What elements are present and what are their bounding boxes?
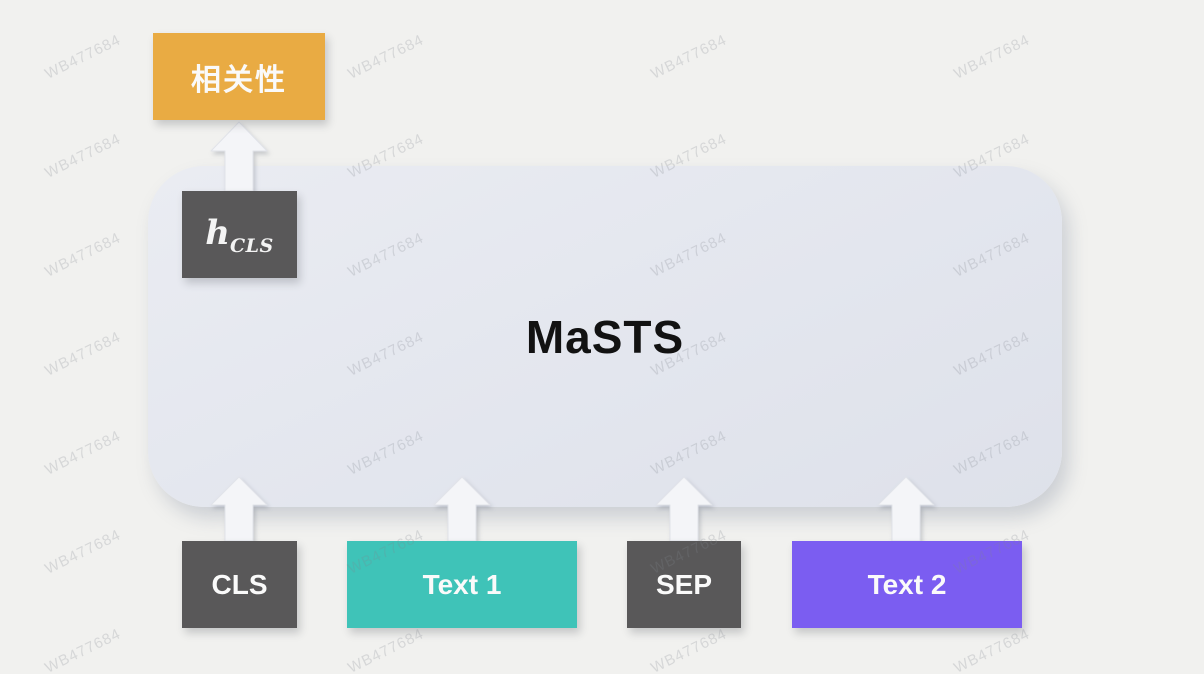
masts-model-box: MaSTS xyxy=(148,166,1062,507)
up-arrow-icon xyxy=(210,476,268,542)
watermark-text: WB477684 xyxy=(42,229,124,281)
watermark-text: WB477684 xyxy=(42,31,124,83)
watermark-text: WB477684 xyxy=(648,31,730,83)
watermark-text: WB477684 xyxy=(42,625,124,674)
watermark-text: WB477684 xyxy=(42,427,124,479)
watermark-text: WB477684 xyxy=(345,625,427,674)
watermark-text: WB477684 xyxy=(648,625,730,674)
watermark-text: WB477684 xyxy=(951,625,1033,674)
relevance-output-box: 相关性 xyxy=(153,33,325,120)
input-box-text1: Text 1 xyxy=(347,541,577,628)
hidden-state-subscript: CLS xyxy=(230,234,274,257)
hidden-state-label: hCLS xyxy=(205,213,273,257)
watermark-text: WB477684 xyxy=(42,526,124,578)
up-arrow-icon xyxy=(210,121,268,192)
relevance-label: 相关性 xyxy=(191,63,287,97)
up-arrow-icon xyxy=(877,476,935,542)
hidden-state-symbol: h xyxy=(205,212,231,253)
up-arrow-icon xyxy=(655,476,713,542)
cls-hidden-state-box: hCLS xyxy=(182,191,297,278)
input-label-sep: SEP xyxy=(655,568,713,600)
input-label-text2: Text 2 xyxy=(867,568,947,600)
watermark-text: WB477684 xyxy=(345,31,427,83)
watermark-text: WB477684 xyxy=(951,31,1033,83)
input-box-text2: Text 2 xyxy=(792,541,1022,628)
watermark-text: WB477684 xyxy=(42,130,124,182)
watermark-text: WB477684 xyxy=(42,328,124,380)
input-label-cls: CLS xyxy=(211,568,268,600)
up-arrow-icon xyxy=(433,476,491,542)
input-label-text1: Text 1 xyxy=(422,568,502,600)
input-box-cls: CLS xyxy=(182,541,297,628)
model-title: MaSTS xyxy=(525,310,685,363)
input-box-sep: SEP xyxy=(627,541,741,628)
